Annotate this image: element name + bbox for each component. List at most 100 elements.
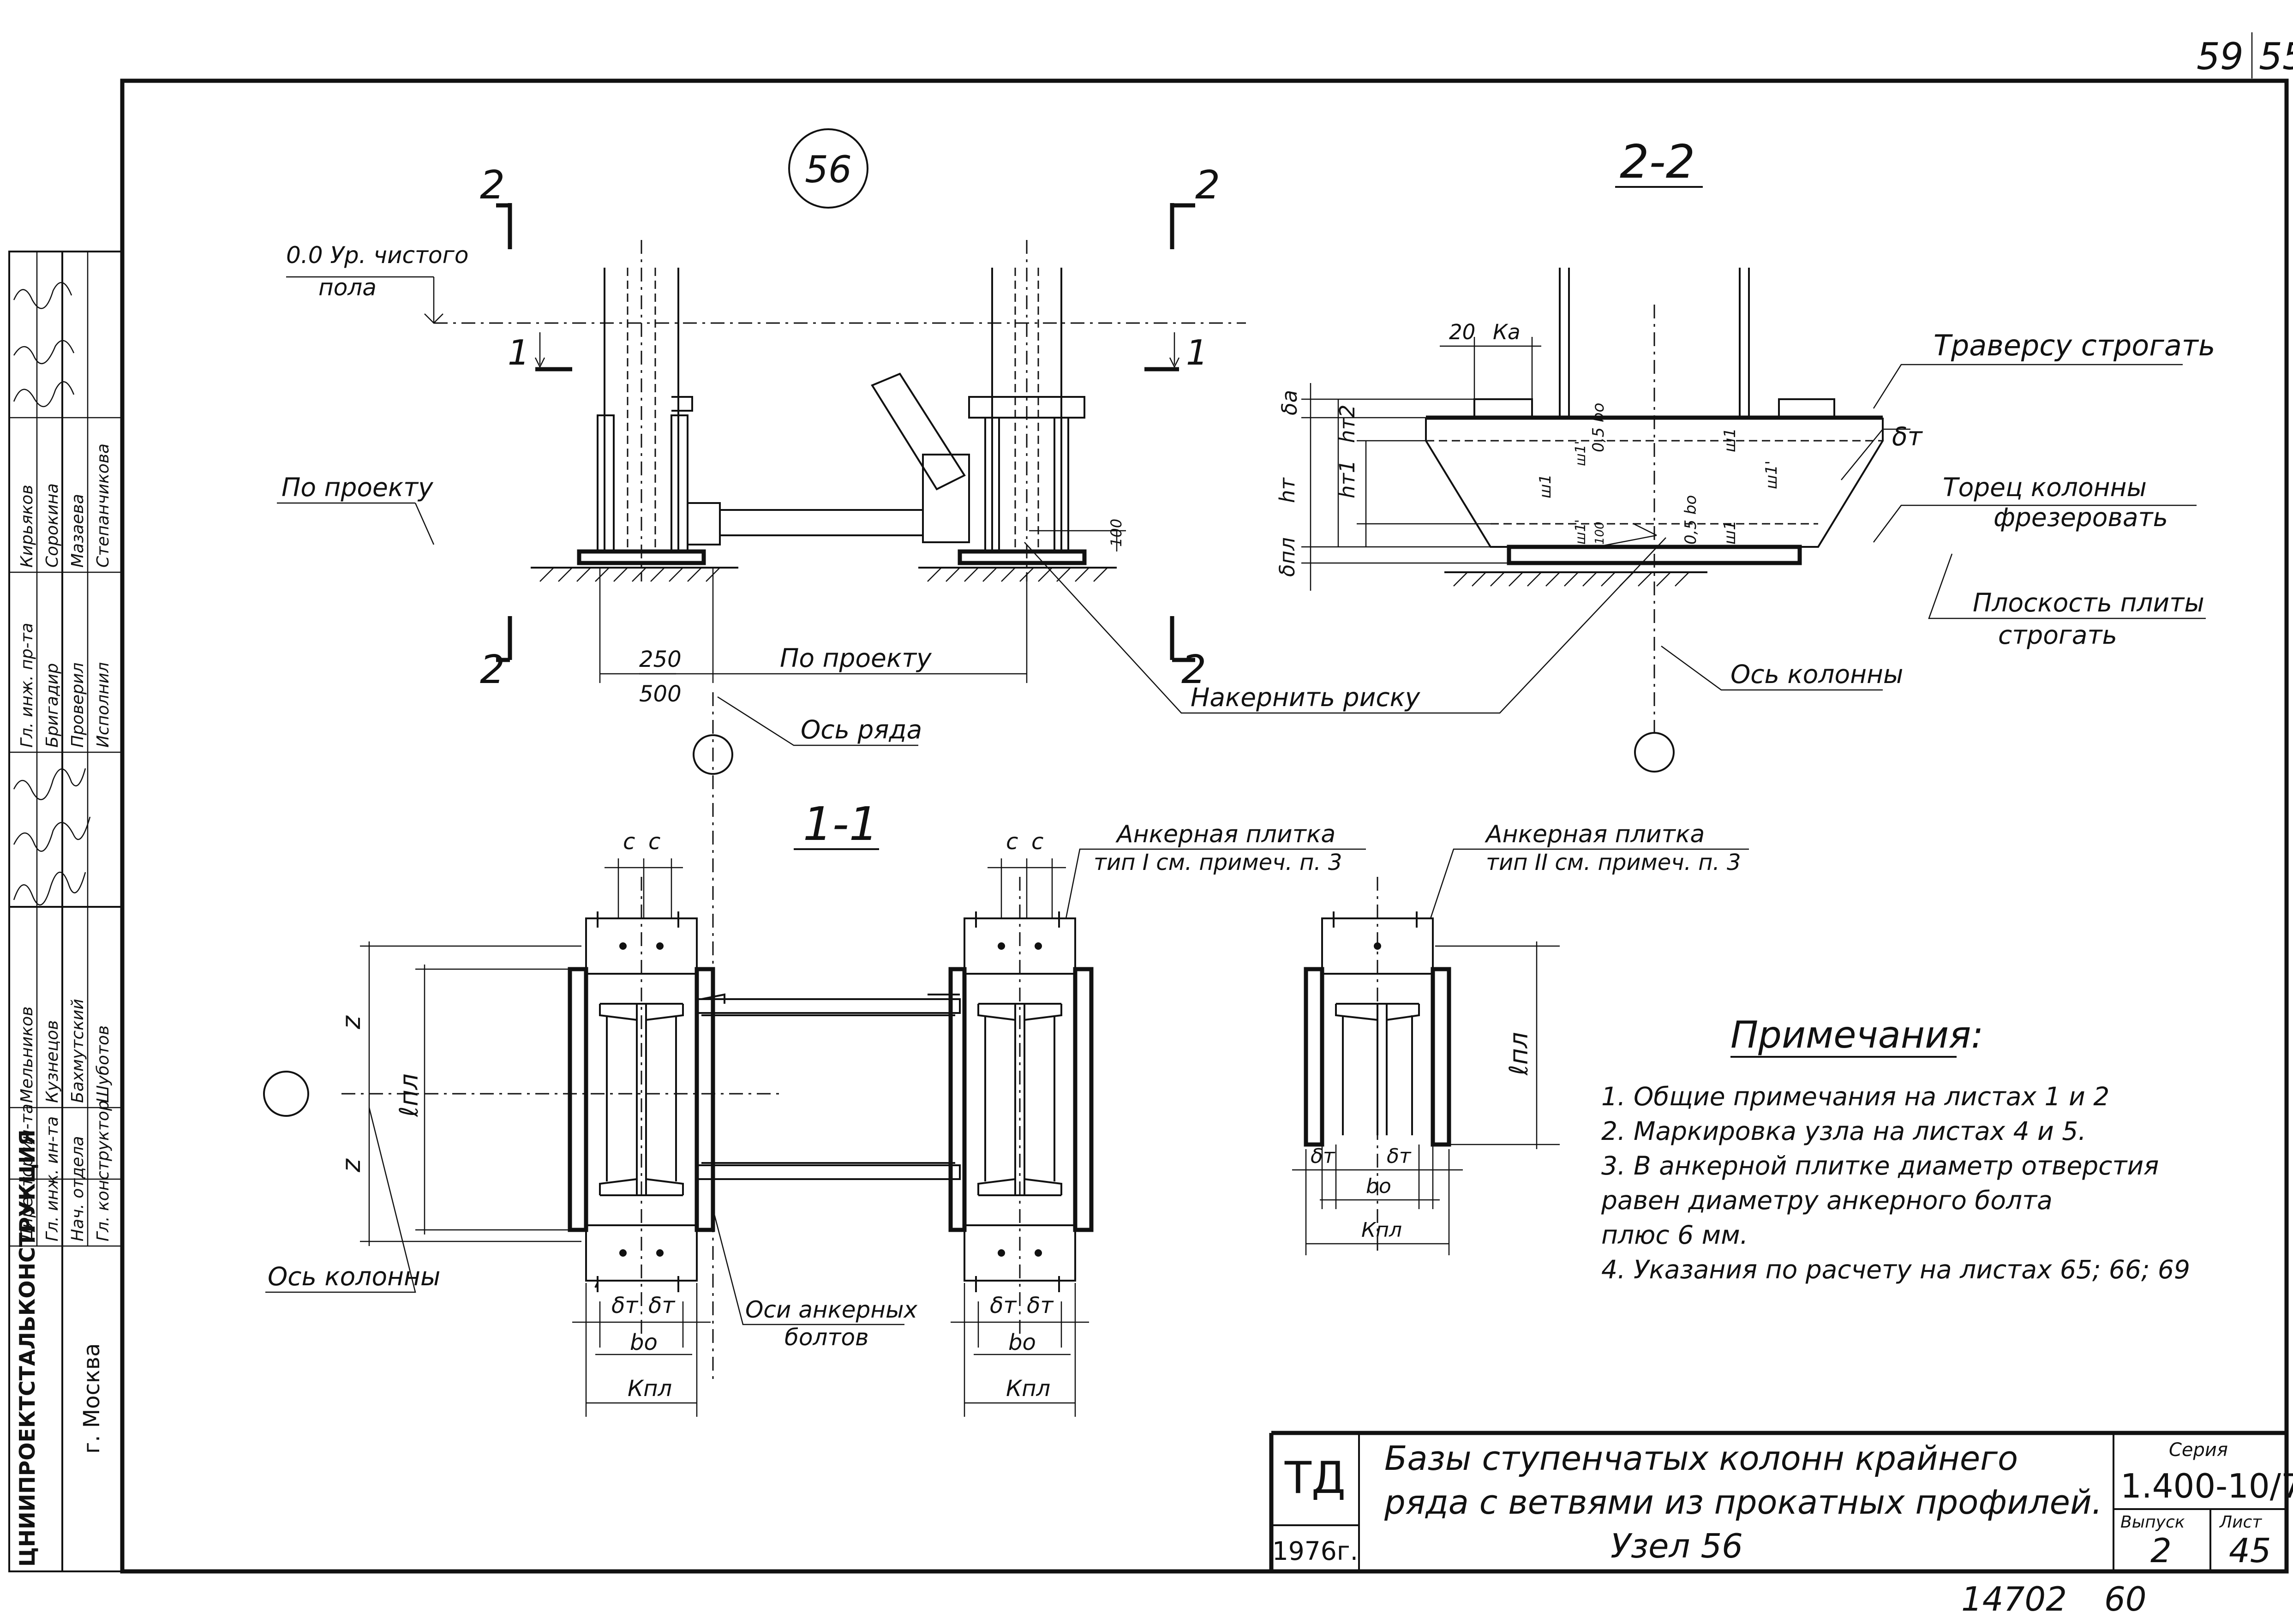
floor-level-line1: 0.0 Ур. чистого <box>286 242 469 269</box>
sec11-z-top: z <box>336 1015 366 1030</box>
section-1-1: 1-1 с с с с <box>263 797 1366 1417</box>
anchor-plate-1-line2: тип I см. примеч. п. 3 <box>1094 850 1342 875</box>
floor-level-line2: пола <box>318 274 377 301</box>
elev-dim-100: 100 <box>1108 519 1125 547</box>
issue-label: Выпуск <box>2120 1513 2185 1532</box>
row-axis-label: Ось ряда <box>801 715 922 744</box>
stamp-row-4-name: Шуботов <box>94 1025 113 1103</box>
anchor-axes-line1: Оси анкерных <box>745 1296 917 1323</box>
sec11-c-left-2: с <box>648 829 660 855</box>
sec11-lpl: ℓпл <box>394 1073 424 1117</box>
node-bubble <box>788 128 868 209</box>
stamp-row-3-name: Бахмутский <box>68 999 87 1103</box>
sheet-number-next: 55 <box>2259 35 2293 78</box>
type2-delta-t-1: δт <box>1311 1145 1335 1168</box>
note-4: 4. Указания по расчету на листах 65; 66;… <box>1601 1255 2190 1284</box>
title-block <box>1269 1431 2287 1571</box>
sec22-weld-w1-right-top: ш1 <box>1721 428 1739 452</box>
sheet-value: 45 <box>2229 1531 2271 1570</box>
anchor-plate-1-line1: Анкерная плитка <box>1115 821 1335 848</box>
section-mark-2-botright: 2 <box>1181 647 1206 693</box>
issue-value: 2 <box>2150 1531 2172 1570</box>
sec11-kpl-right: Кпл <box>1006 1376 1050 1402</box>
anchor-axes-line2: болтов <box>784 1324 869 1351</box>
stamp-institute: ЦНИИПРОЕКТСТАЛЬКОНСТРУКЦИЯ <box>15 1129 40 1567</box>
anchor-plate-2-line2: тип II см. примеч. п. 3 <box>1486 850 1741 875</box>
sec11-z-bot: z <box>336 1158 366 1173</box>
sec11-b0-right: bо <box>1008 1330 1036 1355</box>
column-axis-label-11: Ось колонны <box>268 1262 440 1291</box>
section-type-2: ℓпл δт δт bо Кпл Анкерная плитка тип II … <box>1292 821 1749 1255</box>
sec11-b0-left: bо <box>630 1330 658 1355</box>
note-3-cont-1: равен диаметру анкерного болта <box>1601 1186 2053 1215</box>
section-2-2-title: 2-2 <box>1620 135 1695 189</box>
notes-block: Примечания: 1. Общие примечания на листа… <box>1601 1013 2190 1284</box>
sec22-delta-pl: δпл <box>1275 537 1299 577</box>
section-mark-2-topright: 2 <box>1195 162 1220 208</box>
sec22-half-b0-top: 0,5 bо <box>1589 403 1608 452</box>
sec11-kpl-left: Кпл <box>628 1376 672 1402</box>
stamp-row-6-role: Проверил <box>68 662 87 748</box>
stamp-row-5-name: Бригадир <box>43 663 62 748</box>
series-value: 1.400-10/76 <box>2120 1467 2293 1505</box>
stamp-row-2-role: Гл. инж. ин-та <box>43 1116 62 1241</box>
sec11-c-right-1: с <box>1006 829 1018 855</box>
stamp-row-8-role: Мазаева <box>68 494 87 568</box>
sec22-delta-a: δа <box>1277 390 1302 415</box>
title-line2: ряда с ветвями из прокатных профилей. <box>1384 1483 2102 1522</box>
stamp-rows: Директор ин-та Мельников Гл. инж. ин-та … <box>18 443 113 1242</box>
elev-dim-250: 250 <box>639 647 682 672</box>
sheet-number-top: 59 <box>2197 35 2244 78</box>
stamp-row-1-role: Директор ин-та <box>18 1103 36 1242</box>
sec22-half-b0-bot: 0,5 bо <box>1682 495 1700 545</box>
punch-mark-label: Накернить риску <box>1191 683 1421 712</box>
stamp-row-5-role: Гл. инж. пр-та <box>18 623 36 748</box>
stamp-row-2-name: Кузнецов <box>43 1020 62 1103</box>
sec22-ht1: hт1 <box>1335 460 1359 498</box>
sec22-ht2: hт2 <box>1335 405 1359 443</box>
section-mark-2-topleft: 2 <box>480 162 505 208</box>
sec22-dim-100: 100 <box>1593 521 1607 545</box>
column-end-line2: фрезеровать <box>1994 503 2168 532</box>
stamp-row-8-name: Степанчикова <box>94 443 113 568</box>
section-1-1-title: 1-1 <box>803 797 878 851</box>
sec22-weld-w1p-top: ш1' <box>1573 441 1589 466</box>
section-mark-1-right: 1 <box>1186 332 1208 373</box>
side-stamp <box>8 251 123 1572</box>
by-project-bottom: По проекту <box>780 643 932 673</box>
note-3-cont-2: плюс 6 мм. <box>1601 1220 1748 1250</box>
sec11-c-left-1: с <box>623 829 635 855</box>
stamp-row-4-role: Гл. конструктор <box>94 1100 113 1241</box>
plate-plane-line1: Плоскость плиты <box>1973 588 2204 617</box>
stamp-row-3-role: Нач. отдела <box>68 1136 87 1241</box>
stamp-row-6-name: Исполнил <box>94 662 113 748</box>
note-3: 3. В анкерной плитке диаметр отверстия <box>1601 1151 2159 1181</box>
elevation-view: 2 2 2 2 1 1 0.0 Ур. чистого пола По прое… <box>277 162 1666 1384</box>
type2-delta-t-2: δт <box>1387 1145 1412 1168</box>
section-mark-1-left: 1 <box>508 332 530 373</box>
sec11-delta-t-r2: δт <box>1027 1293 1054 1318</box>
note-1: 1. Общие примечания на листах 1 и 2 <box>1601 1082 2109 1111</box>
stamp-row-7-role: Кирьяков <box>18 485 36 568</box>
column-axis-label-22: Ось колонны <box>1730 659 1903 689</box>
sec11-c-right-2: с <box>1031 829 1043 855</box>
by-project-left: По проекту <box>281 473 434 502</box>
sec22-ka: Ка <box>1493 320 1521 344</box>
sec22-delta-t: δт <box>1892 422 1923 451</box>
section-2-2: 2-2 δа hт δпл hт1 hт2 20 Ка ш1 ш1' ш1' <box>1275 135 2215 773</box>
notes-title: Примечания: <box>1730 1013 1983 1056</box>
signatures <box>13 282 91 906</box>
column-end-line1: Торец колонны <box>1943 473 2147 502</box>
title-line3: Узел 56 <box>1610 1527 1743 1565</box>
stamp-city: г. Москва <box>79 1343 105 1454</box>
title-line1: Базы ступенчатых колонн крайнего <box>1384 1439 2018 1478</box>
title-year: 1976г. <box>1272 1536 1358 1566</box>
sec22-weld-w1p-bot: ш1' <box>1573 519 1589 545</box>
section-mark-2-botleft: 2 <box>480 647 505 693</box>
sec22-weld-w1-right-bot: ш1 <box>1721 520 1739 545</box>
stamp-row-1-name: Мельников <box>18 1007 36 1103</box>
node-number: 56 <box>805 148 852 191</box>
title-org: ТД <box>1284 1453 1346 1504</box>
type2-b0: bо <box>1366 1175 1391 1198</box>
sheet-label: Лист <box>2219 1513 2262 1532</box>
